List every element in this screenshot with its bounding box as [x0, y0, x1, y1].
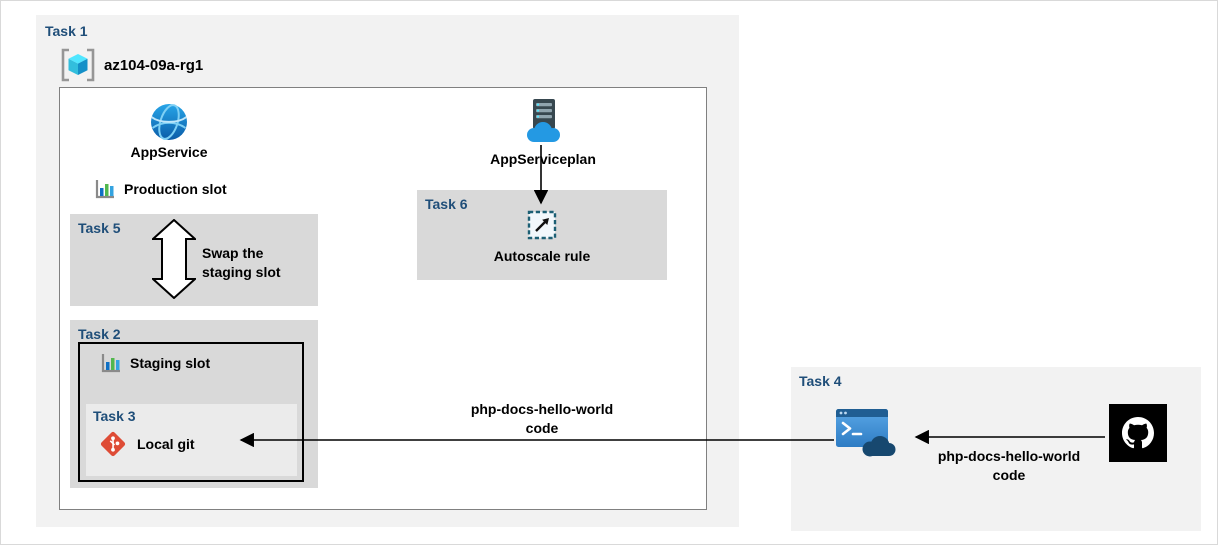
github-icon	[1109, 404, 1167, 462]
cloud-shell-icon	[834, 407, 896, 457]
staging-slot-label: Staging slot	[130, 355, 211, 371]
code-note-right: php-docs-hello-world code	[909, 447, 1109, 485]
task5-box: Task 5 Swap the staging slot	[70, 214, 318, 306]
code-note-left-line1: php-docs-hello-world	[470, 401, 614, 417]
code-note-left-line2: code	[525, 420, 559, 436]
production-slot-label: Production slot	[124, 181, 227, 197]
app-service-icon	[150, 103, 188, 141]
task2-label: Task 2	[78, 326, 121, 342]
task2-box: Task 2 Staging slot Task 3	[70, 320, 318, 488]
task5-label: Task 5	[78, 220, 121, 236]
swap-text-line1: Swap the	[202, 245, 264, 261]
code-note-right-line2: code	[992, 467, 1026, 483]
task1-label: Task 1	[45, 23, 88, 39]
resource-group-box: AppService	[59, 87, 707, 510]
autoscale-icon	[527, 210, 557, 240]
local-git-label: Local git	[137, 436, 195, 452]
task4-panel: Task 4	[791, 367, 1201, 531]
swap-arrow-icon	[150, 218, 198, 300]
task3-label: Task 3	[93, 408, 136, 424]
code-note-right-line1: php-docs-hello-world	[937, 448, 1081, 464]
resource-group-icon	[59, 48, 97, 82]
production-slot-icon	[94, 178, 116, 200]
autoscale-rule-label: Autoscale rule	[493, 248, 591, 264]
swap-text: Swap the staging slot	[202, 244, 312, 282]
task6-box: Task 6 Autoscale rule	[417, 190, 667, 280]
task1-panel: Task 1 az104-09a-rg1	[36, 15, 739, 527]
swap-text-line2: staging slot	[202, 264, 281, 280]
staging-outline-box: Staging slot Task 3	[78, 342, 304, 482]
task6-label: Task 6	[425, 196, 468, 212]
app-service-plan-label: AppServiceplan	[490, 151, 596, 167]
code-note-left: php-docs-hello-world code	[442, 400, 642, 438]
git-icon	[99, 430, 127, 458]
task3-box: Task 3	[86, 404, 297, 476]
app-service-label: AppService	[130, 144, 208, 160]
resource-group-name: az104-09a-rg1	[104, 57, 204, 74]
app-service-plan-icon	[520, 98, 566, 144]
task4-label: Task 4	[799, 373, 842, 389]
staging-slot-icon	[100, 352, 122, 374]
